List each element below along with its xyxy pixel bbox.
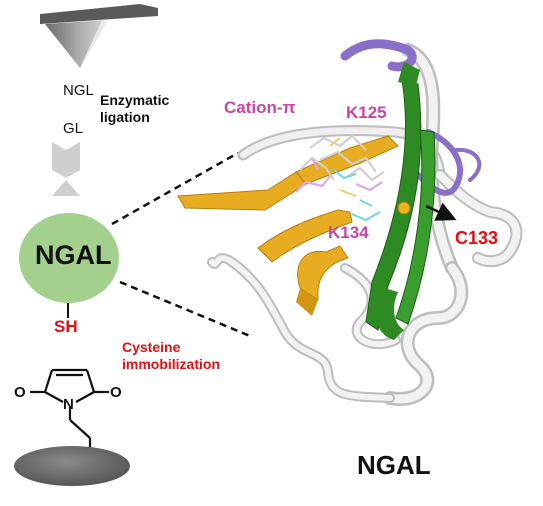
- oxygen-left-atom: O: [14, 384, 26, 401]
- afm-tip-icon: [40, 4, 158, 68]
- maleimide-structure-icon: [30, 368, 109, 455]
- zoom-line-bottom: [119, 280, 251, 338]
- gold-surface-icon: [14, 446, 130, 486]
- ngal-ball-label: NGAL: [35, 240, 112, 270]
- ngal-protein-structure: [177, 39, 523, 406]
- oxygen-right-atom: O: [110, 384, 122, 401]
- k125-label: K125: [346, 103, 387, 122]
- sh-label: SH: [54, 317, 78, 336]
- zoom-line-top: [111, 151, 239, 226]
- ngal-structure-label: NGAL: [357, 450, 431, 480]
- c133-sulfur-atom: [397, 201, 411, 215]
- c133-label: C133: [455, 228, 499, 248]
- nitrogen-atom: N: [63, 396, 74, 413]
- cysteine-immobilization-text: Cysteine immobilization: [122, 339, 220, 372]
- cysteine-immobilization-label: Cysteine immobilization: [122, 339, 234, 373]
- enzymatic-ligation-label: Enzymatic ligation: [100, 92, 178, 126]
- enzymatic-ligation-text: Enzymatic ligation: [100, 92, 170, 125]
- cation-pi-label: Cation-π: [224, 98, 296, 117]
- ligation-arrow-icon: [52, 142, 80, 196]
- c133-arrow: [425, 202, 457, 221]
- ngal-ball: [19, 213, 119, 303]
- ngl-label: NGL: [63, 82, 94, 99]
- k134-label: K134: [328, 223, 369, 242]
- gl-label: GL: [63, 120, 84, 137]
